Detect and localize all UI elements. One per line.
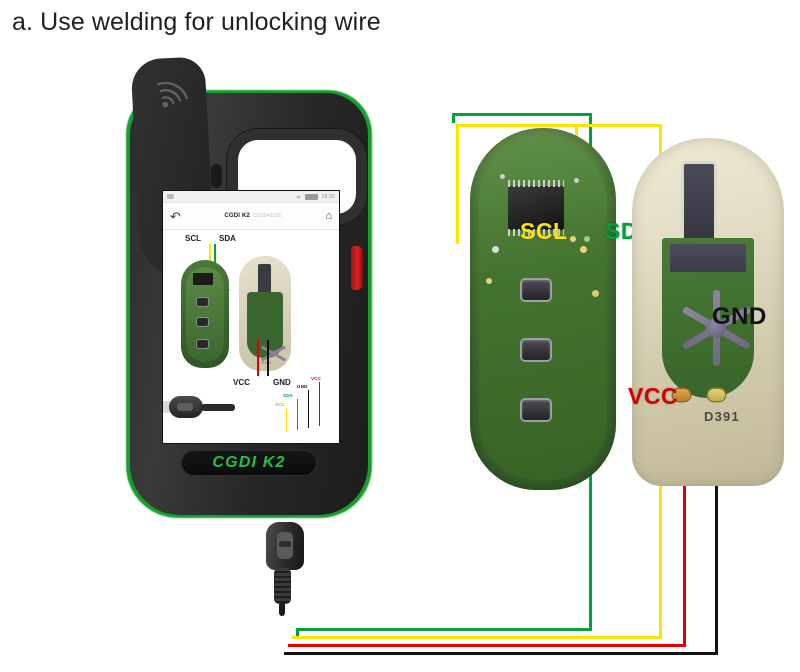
vcc-label: VCC	[628, 383, 679, 409]
legend-wire-gnd	[308, 390, 310, 428]
legend-wire-sda	[297, 399, 299, 430]
battery-icon	[305, 193, 319, 200]
brand-label: CGDI K2	[212, 454, 286, 471]
sda-wire-segment-horizontal-bottom	[296, 628, 592, 631]
screen-fob-shell: D391	[239, 256, 291, 371]
sda-wire-segment-drop	[452, 113, 455, 123]
sda-wire-segment-vertical-left	[296, 628, 299, 636]
screen-fob-star-contact	[260, 340, 287, 367]
wifi-icon	[296, 195, 302, 199]
screen-pcb-chip	[193, 273, 213, 285]
screen-fob-slot	[258, 264, 271, 294]
screen-wire-legend: VCC GND SDA SCL	[275, 376, 333, 432]
pcb-tact-switch	[522, 400, 550, 420]
wireless-waves-icon	[157, 81, 188, 108]
fob-antenna-coil	[670, 244, 746, 272]
screen-connector-body	[169, 396, 203, 418]
device-screen[interactable]: 18:30 ↶ CGDI K2 CG0041020 ⌂ SCL SDA	[162, 190, 340, 444]
app-serial-number: CG0041020	[253, 213, 282, 219]
screen-pcb-button	[197, 340, 208, 348]
screen-connector-tip	[163, 401, 171, 413]
screen-fob-inner-pcb	[247, 292, 287, 367]
connector-strain-relief	[274, 568, 291, 604]
scl-wire-segment-bottom	[292, 636, 662, 639]
screen-fob-marking: D391	[261, 360, 272, 365]
scl-label: SCL	[520, 218, 568, 244]
status-time: 18:30	[321, 193, 335, 200]
fob-key-blade-slot	[684, 164, 714, 242]
gnd-wire-segment-vertical	[715, 330, 718, 655]
gnd-wire-segment-bottom	[284, 652, 718, 655]
pcb-pad	[500, 174, 505, 179]
page-title: a. Use welding for unlocking wire	[12, 8, 381, 36]
screen-content: SCL SDA	[163, 230, 339, 443]
screen-label-scl: SCL	[185, 234, 201, 243]
key-fob-shell	[632, 138, 784, 486]
vcc-wire-segment-vertical	[683, 398, 686, 647]
status-menu-icon	[167, 194, 174, 199]
app-title: CGDI K2	[224, 213, 251, 219]
pcb-pad	[492, 246, 499, 253]
vcc-wire-segment-bottom	[288, 644, 686, 647]
sda-wire-segment-top	[452, 113, 592, 116]
legend-wire-scl	[286, 408, 288, 432]
screen-connector-cable	[201, 404, 235, 411]
screen-pcb-button	[197, 318, 208, 326]
pcb-pad	[580, 246, 587, 253]
connector-window	[277, 532, 293, 559]
fob-gnd-pad	[708, 389, 725, 401]
legend-label-sda: SDA	[283, 393, 294, 398]
screen-fob-pcb	[181, 260, 229, 368]
fob-inner-pcb	[662, 238, 754, 398]
ic-pins-top	[508, 180, 564, 187]
screen-status-bar: 18:30	[163, 191, 339, 203]
pcb-solder-pad-scl	[570, 236, 576, 242]
fob-vcc-pad	[673, 389, 690, 401]
screen-connector-illustration	[163, 388, 243, 428]
cgdi-k2-device[interactable]: 18:30 ↶ CGDI K2 CG0041020 ⌂ SCL SDA	[118, 56, 380, 518]
brand-badge: CGDI K2	[181, 450, 317, 476]
legend-label-scl: SCL	[275, 402, 285, 407]
ic-pins-bottom	[508, 229, 564, 236]
device-notch	[211, 164, 222, 188]
pcb-tact-switch	[522, 280, 550, 300]
pcb-pad	[486, 278, 492, 284]
back-arrow-icon[interactable]: ↶	[170, 208, 181, 224]
gnd-label: GND	[712, 303, 767, 330]
fob-star-contact	[678, 290, 754, 366]
screen-gnd-wire	[267, 340, 269, 376]
key-fob-circuit-board	[470, 128, 616, 490]
pcb-pad	[592, 290, 599, 297]
legend-label-vcc: VCC	[311, 376, 322, 381]
pcb-pad	[574, 178, 579, 183]
pcb-tact-switch	[522, 340, 550, 360]
legend-wire-vcc	[319, 382, 321, 426]
home-icon[interactable]: ⌂	[325, 209, 332, 222]
legend-label-gnd: GND	[297, 384, 308, 389]
screen-label-vcc: VCC	[233, 378, 250, 387]
obd-connector	[262, 522, 308, 618]
connector-body	[266, 522, 304, 570]
fob-marking: D391	[704, 409, 740, 424]
connector-cable-tail	[279, 602, 285, 616]
scl-wire-segment-top	[456, 124, 662, 127]
screen-label-sda: SDA	[219, 234, 236, 243]
scl-wire-segment-vertical-left	[456, 124, 459, 244]
power-button[interactable]	[351, 246, 363, 290]
screen-app-bar: ↶ CGDI K2 CG0041020 ⌂	[163, 203, 339, 230]
fob-contact-hub	[706, 318, 726, 338]
screen-label-gnd: GND	[273, 378, 291, 387]
antenna-flap	[130, 56, 216, 278]
pcb-main-ic	[508, 180, 564, 236]
pcb-solder-pad-sda	[584, 236, 590, 242]
screen-pcb-button	[197, 298, 208, 306]
screen-vcc-wire	[257, 340, 259, 376]
